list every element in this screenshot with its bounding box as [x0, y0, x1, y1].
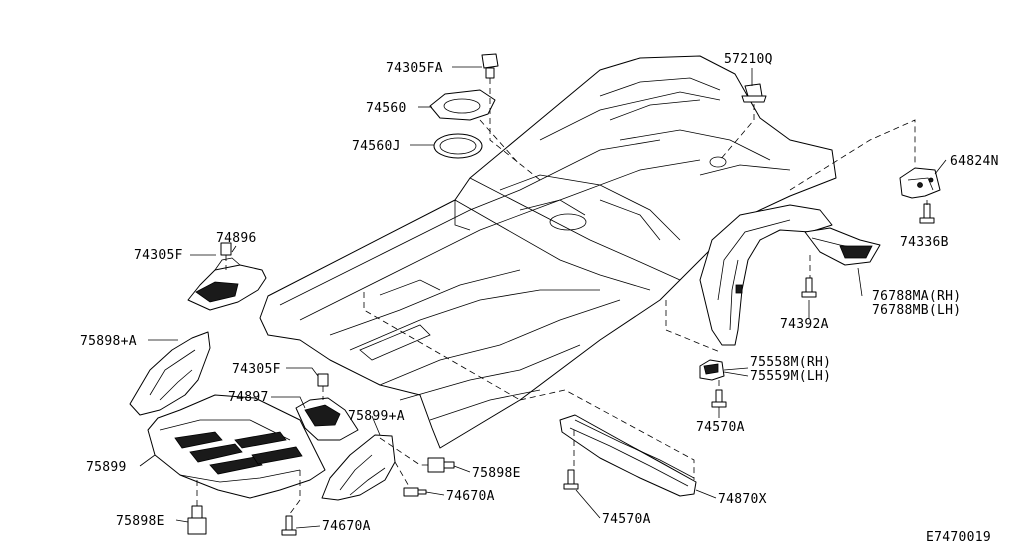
label-74570A-upper: 74570A: [696, 420, 745, 435]
label-75559M: 75559M(LH): [750, 369, 831, 384]
floor-panel: [259, 55, 837, 449]
label-74336B: 74336B: [900, 235, 949, 250]
clip-74305FA: [481, 53, 499, 79]
bracket-75558M: [699, 359, 725, 381]
label-74670A-right: 74670A: [446, 489, 495, 504]
clip-75898E-lower: [187, 505, 207, 535]
cover-75899A: [321, 434, 396, 501]
bolt-74336B: [919, 203, 935, 224]
label-75899: 75899: [86, 460, 127, 475]
bolt-74670A-right: [403, 487, 427, 497]
label-75898A: 75898+A: [80, 334, 137, 349]
bracket-64824N: [899, 167, 941, 199]
label-74305F-upper: 74305F: [134, 248, 183, 263]
plug-74560: [429, 89, 496, 121]
label-76788MB: 76788MB(LH): [872, 303, 961, 318]
splash-guard: [804, 227, 881, 266]
label-74392A: 74392A: [780, 317, 829, 332]
bolt-74670A-lower: [281, 515, 297, 536]
undercover-74897: [295, 373, 359, 441]
label-74560: 74560: [366, 101, 407, 116]
bolt-74392A: [801, 277, 817, 298]
label-57210Q: 57210Q: [724, 52, 773, 67]
undercover-75899: [147, 394, 326, 499]
figure-code: E7470019: [926, 530, 991, 545]
label-75898E-right: 75898E: [472, 466, 521, 481]
label-64824N: 64824N: [950, 154, 999, 169]
leader-lines: [139, 66, 947, 529]
label-74896: 74896: [216, 231, 257, 246]
label-76788MA: 76788MA(RH): [872, 289, 961, 304]
label-75899A: 75899+A: [348, 409, 405, 424]
label-74305F-lower: 74305F: [232, 362, 281, 377]
connection-lines: [196, 78, 928, 516]
label-75558M: 75558M(RH): [750, 355, 831, 370]
bolt-74570A-lower: [563, 469, 579, 490]
label-75898E-lower: 75898E: [116, 514, 165, 529]
clip-75898E-right: [427, 457, 455, 473]
undercover-74896: [187, 242, 267, 311]
rail-74870X: [559, 414, 697, 497]
fender-protector: [699, 204, 833, 346]
clip-57210Q: [741, 83, 767, 103]
label-74570A-lower: 74570A: [602, 512, 651, 527]
label-74670A-lower: 74670A: [322, 519, 371, 534]
label-74897: 74897: [228, 390, 269, 405]
part-labels: 74305FA 74560 74560J 57210Q 64824N 74336…: [80, 52, 999, 545]
label-74870X: 74870X: [718, 492, 767, 507]
plug-74560J: [433, 133, 483, 159]
label-74305FA: 74305FA: [386, 61, 443, 76]
label-74560J: 74560J: [352, 139, 401, 154]
cover-75898A: [129, 331, 211, 416]
bolt-74570A-upper: [711, 389, 727, 408]
